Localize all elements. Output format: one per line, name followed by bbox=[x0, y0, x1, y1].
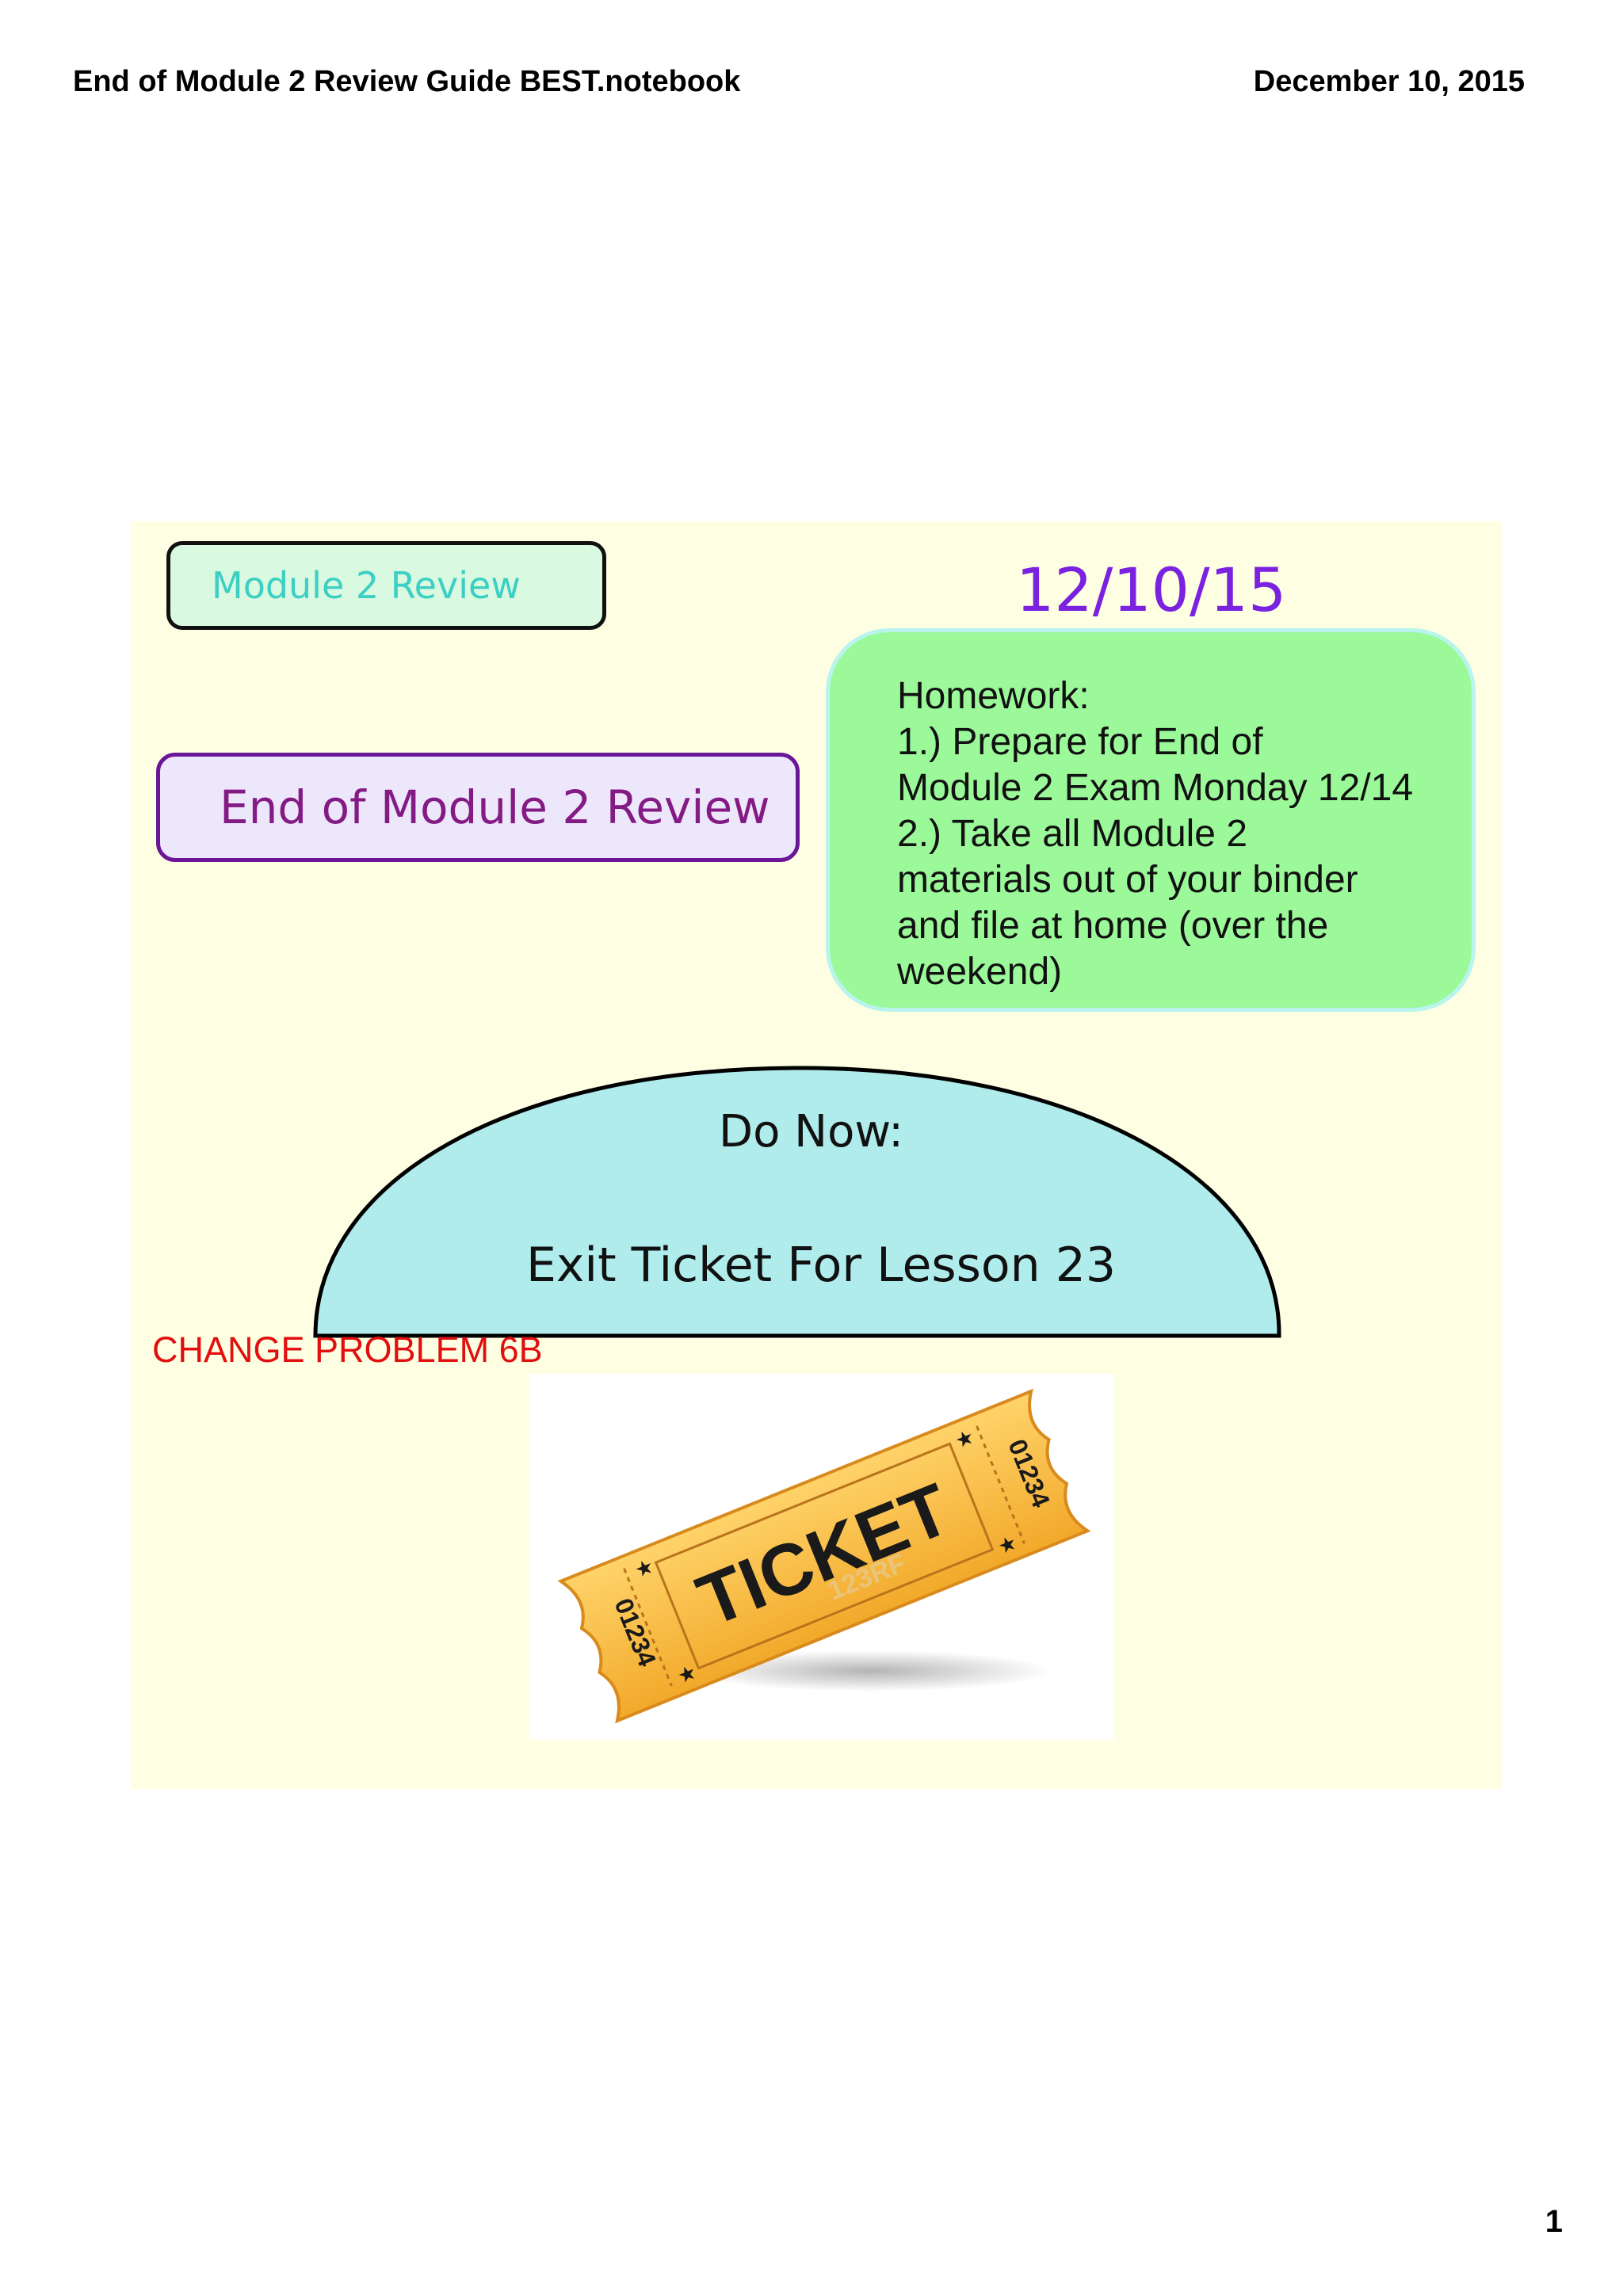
homework-line: weekend) bbox=[897, 951, 1063, 993]
change-problem-note: CHANGE PROBLEM 6B bbox=[152, 1329, 543, 1370]
ticket-image: TICKET 123RF 01234 01234 ★ ★ ★ ★ bbox=[529, 1374, 1114, 1740]
homework-line: Module 2 Exam Monday 12/14 bbox=[897, 767, 1414, 809]
document-date: December 10, 2015 bbox=[1253, 65, 1525, 98]
document-title: End of Module 2 Review Guide BEST.notebo… bbox=[73, 65, 741, 98]
lesson-title-text: End of Module 2 Review bbox=[220, 780, 770, 834]
do-now-task: Exit Ticket For Lesson 23 bbox=[526, 1238, 1117, 1293]
homework-heading: Homework: bbox=[897, 675, 1090, 717]
lesson-title-banner: End of Module 2 Review bbox=[156, 753, 800, 862]
do-now-heading: Do Now: bbox=[719, 1106, 903, 1158]
page-number: 1 bbox=[1545, 2204, 1563, 2239]
homework-line: 1.) Prepare for End of bbox=[897, 721, 1263, 763]
module-review-label-text: Module 2 Review bbox=[212, 564, 521, 607]
board-date: 12/10/15 bbox=[1016, 555, 1287, 625]
module-review-label: Module 2 Review bbox=[166, 541, 606, 630]
homework-box: Homework: 1.) Prepare for End of Module … bbox=[826, 628, 1476, 1012]
homework-line: 2.) Take all Module 2 bbox=[897, 813, 1248, 855]
do-now-dome bbox=[313, 1066, 1281, 1338]
homework-line: materials out of your binder bbox=[897, 859, 1358, 901]
homework-line: and file at home (over the bbox=[897, 905, 1329, 947]
